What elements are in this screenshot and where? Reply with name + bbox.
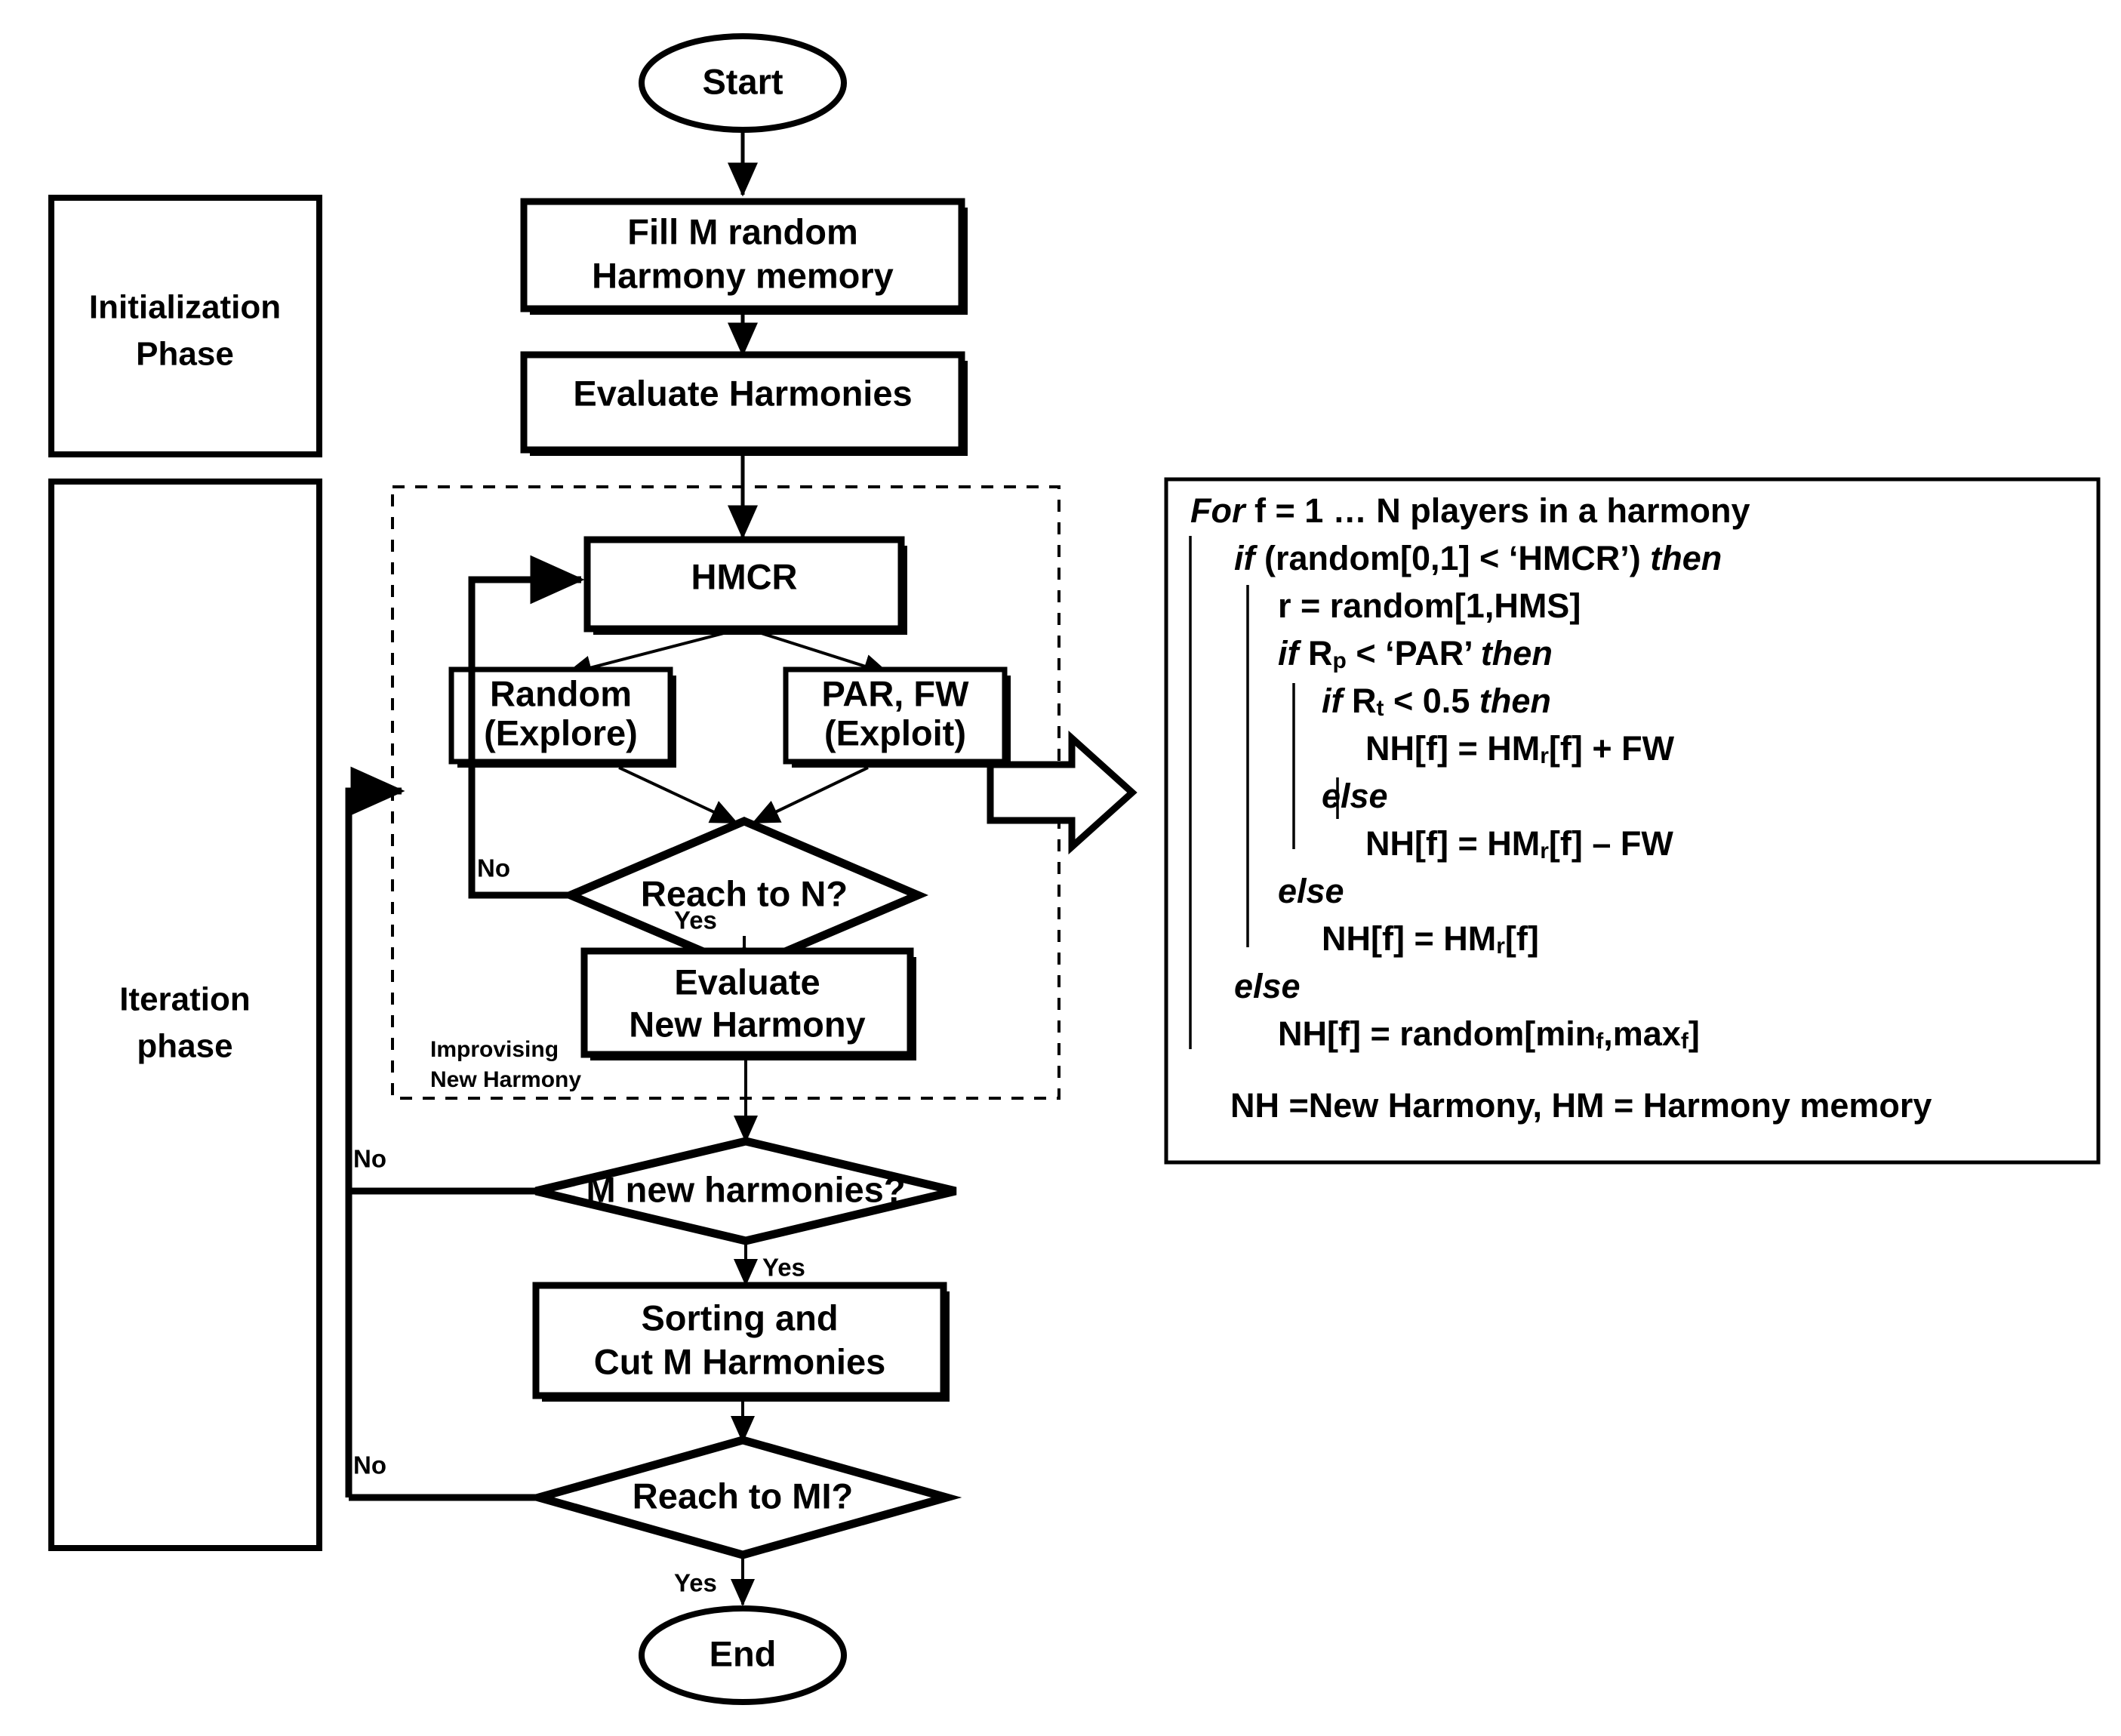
node-sorting-cut: Sorting and Cut M Harmonies bbox=[532, 1282, 950, 1402]
edge-label-reachmi-no: No bbox=[353, 1451, 386, 1479]
node-start: Start bbox=[639, 33, 847, 133]
edge-parfw-to-reachn bbox=[752, 766, 869, 824]
node-evaluate-new-harmony-line1: Evaluate bbox=[674, 962, 820, 1002]
subgroup-label-line1: Improvising bbox=[430, 1037, 559, 1062]
pseudocode-line: if Rp < ‘PAR’ then bbox=[1278, 634, 1553, 673]
phase-initialization-line2: Phase bbox=[136, 336, 234, 373]
node-par-fw-exploit-line1: PAR, FW bbox=[822, 673, 970, 713]
node-reach-to-mi: Reach to MI? bbox=[523, 1436, 962, 1559]
node-end: End bbox=[639, 1605, 847, 1705]
pseudocode-line: if Rt < 0.5 then bbox=[1322, 682, 1551, 721]
node-end-label: End bbox=[710, 1633, 777, 1673]
node-sorting-cut-line1: Sorting and bbox=[641, 1297, 838, 1337]
phase-initialization-line1: Initialization bbox=[89, 289, 281, 326]
pseudocode-panel bbox=[1164, 477, 2101, 1165]
node-reach-to-mi-label: Reach to MI? bbox=[633, 1476, 853, 1516]
edge-label-mnew-no: No bbox=[353, 1145, 386, 1173]
node-random-explore: Random (Explore) bbox=[448, 666, 676, 768]
node-hmcr-label: HMCR bbox=[691, 556, 798, 596]
node-hmcr: HMCR bbox=[583, 536, 907, 635]
phase-box-initialization: Initialization Phase bbox=[48, 195, 322, 457]
pseudocode-line: else bbox=[1322, 777, 1388, 815]
node-m-new-harmonies-label: M new harmonies? bbox=[586, 1169, 905, 1209]
edge-hmcr-to-parfw bbox=[747, 627, 891, 678]
feedback-rail-to-improvising-group bbox=[345, 766, 405, 1497]
edge-label-reachn-yes: Yes bbox=[674, 906, 717, 934]
edge-label-reachn-no: No bbox=[477, 854, 510, 882]
edge-label-reachmi-yes: Yes bbox=[674, 1569, 717, 1597]
pseudocode-line: else bbox=[1278, 872, 1344, 910]
node-evaluate-new-harmony-line2: New Harmony bbox=[629, 1004, 865, 1044]
edge-reachn-no-loop bbox=[468, 555, 585, 899]
phase-iteration-line2: phase bbox=[137, 1028, 232, 1065]
node-evaluate-new-harmony: Evaluate New Harmony bbox=[580, 947, 916, 1060]
node-sorting-cut-line2: Cut M Harmonies bbox=[594, 1341, 886, 1381]
pseudocode-indent-rules bbox=[1189, 536, 1339, 1049]
node-m-new-harmonies: M new harmonies? bbox=[534, 1137, 957, 1245]
node-random-explore-line1: Random bbox=[490, 673, 632, 713]
edge-hmcr-to-random bbox=[565, 627, 742, 679]
node-evaluate-harmonies-label: Evaluate Harmonies bbox=[573, 373, 912, 413]
phase-box-iteration: Iteration phase bbox=[48, 479, 322, 1551]
node-fill-memory: Fill M random Harmony memory bbox=[520, 198, 968, 315]
pseudocode-line: NH[f] = HMr[f] – FW bbox=[1365, 824, 1673, 863]
pseudocode-lines: For f = 1 … N players in a harmony if (ra… bbox=[1190, 491, 1750, 1054]
node-reach-to-n-label: Reach to N? bbox=[641, 873, 848, 913]
phase-iteration-line1: Iteration bbox=[119, 981, 251, 1018]
node-par-fw-exploit: PAR, FW (Exploit) bbox=[783, 666, 1011, 768]
pseudocode-line: NH[f] = HMr[f] bbox=[1322, 919, 1539, 959]
node-start-label: Start bbox=[702, 61, 783, 101]
edge-random-to-reachn bbox=[618, 766, 738, 824]
pseudocode-line: NH[f] = HMr[f] + FW bbox=[1365, 729, 1675, 768]
pseudocode-line: For f = 1 … N players in a harmony bbox=[1190, 491, 1750, 530]
edge-label-mnew-yes: Yes bbox=[762, 1254, 805, 1282]
node-par-fw-exploit-line2: (Exploit) bbox=[824, 713, 966, 753]
node-random-explore-line2: (Explore) bbox=[484, 713, 638, 753]
node-fill-memory-line1: Fill M random bbox=[627, 211, 858, 251]
pseudocode-line: if (random[0,1] < ‘HMCR’) then bbox=[1234, 539, 1722, 577]
node-fill-memory-line2: Harmony memory bbox=[592, 255, 894, 295]
pseudocode-line: NH[f] = random[minf,maxf] bbox=[1278, 1014, 1700, 1054]
pseudocode-line: r = random[1,HMS] bbox=[1278, 586, 1581, 625]
block-arrow-icon bbox=[987, 730, 1137, 855]
pseudocode-legend: NH =New Harmony, HM = Harmony memory bbox=[1230, 1086, 1932, 1125]
subgroup-label-line2: New Harmony bbox=[430, 1067, 581, 1092]
pseudocode-line: else bbox=[1234, 967, 1301, 1005]
node-evaluate-harmonies: Evaluate Harmonies bbox=[520, 351, 968, 456]
